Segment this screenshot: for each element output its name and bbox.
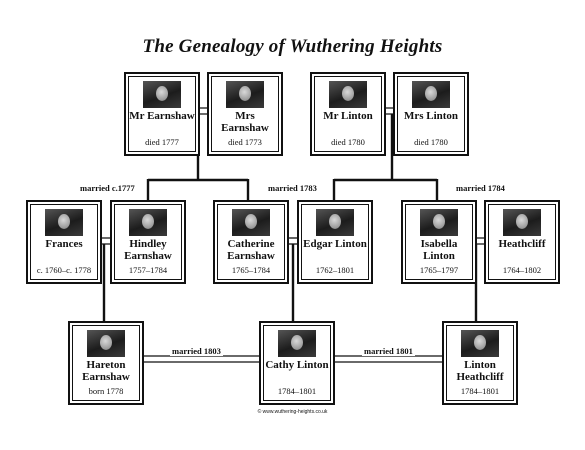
person-name: Heathcliff [498,238,546,250]
person-card-hareton-earnshaw: Hareton Earnshaw born 1778 [68,321,144,405]
person-name: Linton Heathcliff [456,359,504,383]
person-dates: born 1778 [88,386,124,396]
portrait-heathcliff [503,209,541,236]
portrait-catherine-earnshaw [232,209,270,236]
person-card-cathy-linton: Cathy Linton 1784–1801 [259,321,335,405]
person-card-hindley-earnshaw: Hindley Earnshaw 1757–1784 [110,200,186,284]
marriage-label-heathcliff-isabella: married 1784 [454,183,507,193]
person-dates: c. 1760–c. 1778 [36,265,92,275]
marriage-label-cathy-linton: married 1801 [362,346,415,356]
person-card-isabella-linton: Isabella Linton 1765–1797 [401,200,477,284]
portrait-hareton-earnshaw [87,330,125,357]
marriage-label-edgar-catherine: married 1783 [266,183,319,193]
portrait-frances [45,209,83,236]
portrait-mr-linton [329,81,367,108]
person-name: Cathy Linton [265,359,329,371]
person-name: Frances [45,238,83,250]
person-name: Mrs Earnshaw [221,110,269,134]
person-dates: died 1780 [331,137,365,147]
person-name: Edgar Linton [303,238,367,250]
person-name: Hindley Earnshaw [124,238,172,262]
marriage-label-hareton-cathy: married 1803 [170,346,223,356]
person-card-mr-linton: Mr Linton died 1780 [310,72,386,156]
person-card-mr-earnshaw: Mr Earnshaw died 1777 [124,72,200,156]
person-name: Catherine Earnshaw [227,238,275,262]
person-dates: died 1777 [145,137,179,147]
portrait-edgar-linton [316,209,354,236]
person-card-heathcliff: Heathcliff 1764–1802 [484,200,560,284]
person-name: Mr Linton [323,110,373,122]
person-dates: 1765–1784 [231,265,271,275]
person-dates: died 1773 [228,137,262,147]
person-dates: died 1780 [414,137,448,147]
portrait-cathy-linton [278,330,316,357]
person-card-linton-heathcliff: Linton Heathcliff 1784–1801 [442,321,518,405]
person-name: Mrs Linton [403,110,459,122]
person-dates: 1757–1784 [128,265,168,275]
page-title: The Genealogy of Wuthering Heights [142,36,443,57]
portrait-hindley-earnshaw [129,209,167,236]
person-card-mrs-linton: Mrs Linton died 1780 [393,72,469,156]
person-name: Isabella Linton [420,238,458,262]
person-card-edgar-linton: Edgar Linton 1762–1801 [297,200,373,284]
person-dates: 1784–1801 [460,386,500,396]
person-dates: 1765–1797 [419,265,459,275]
portrait-isabella-linton [420,209,458,236]
person-name: Mr Earnshaw [129,110,195,122]
portrait-mrs-linton [412,81,450,108]
person-card-mrs-earnshaw: Mrs Earnshaw died 1773 [207,72,283,156]
portrait-linton-heathcliff [461,330,499,357]
copyright-credit: © www.wuthering-heights.co.uk [257,409,328,415]
person-card-catherine-earnshaw: Catherine Earnshaw 1765–1784 [213,200,289,284]
portrait-mr-earnshaw [143,81,181,108]
portrait-mrs-earnshaw [226,81,264,108]
marriage-label-hindley-frances: married c.1777 [78,183,137,193]
person-name: Hareton Earnshaw [82,359,130,383]
person-dates: 1762–1801 [315,265,355,275]
person-card-frances: Frances c. 1760–c. 1778 [26,200,102,284]
person-dates: 1784–1801 [277,386,317,396]
person-dates: 1764–1802 [502,265,542,275]
